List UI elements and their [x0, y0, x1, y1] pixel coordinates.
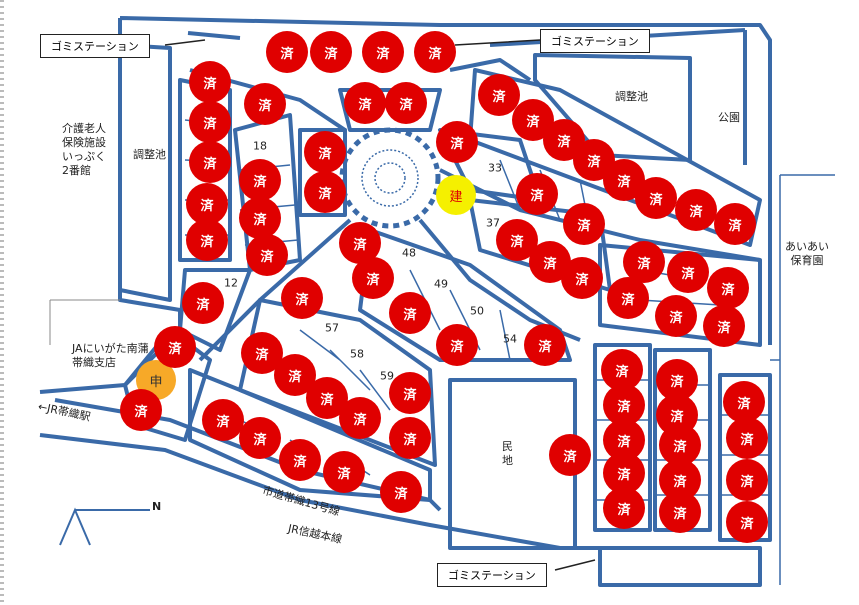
- sold-marker: 済: [186, 183, 228, 225]
- north-arrow-icon: [59, 507, 150, 546]
- sold-marker: 済: [726, 459, 768, 501]
- sold-marker: 済: [707, 267, 749, 309]
- sold-marker: 済: [414, 31, 456, 73]
- pond-label: 調整池: [615, 90, 648, 103]
- sold-marker: 済: [244, 83, 286, 125]
- lot-number: 50: [470, 304, 484, 318]
- sold-marker: 済: [675, 189, 717, 231]
- ja-branch-label: JAにいがた南蒲 帯織支店: [72, 342, 149, 369]
- sold-marker: 済: [120, 389, 162, 431]
- sold-marker: 済: [281, 277, 323, 319]
- lot-number: 57: [325, 321, 339, 335]
- pond-label: 調整池: [133, 148, 166, 161]
- sold-marker: 済: [182, 282, 224, 324]
- pond-left-block: [118, 43, 172, 302]
- sold-marker: 済: [344, 82, 386, 124]
- sold-marker: 済: [516, 173, 558, 215]
- sold-marker: 済: [310, 31, 352, 73]
- sold-marker: 済: [726, 501, 768, 543]
- sold-marker: 済: [154, 326, 196, 368]
- block-48-54: [358, 228, 572, 362]
- sold-marker: 済: [279, 439, 321, 481]
- roundabout: [339, 127, 441, 229]
- block-far-east: [598, 243, 762, 347]
- sold-marker: 済: [189, 141, 231, 183]
- lot-number: 12: [224, 276, 238, 290]
- road-ne: [449, 58, 532, 82]
- garbage-station-label: ゴミステーション: [40, 34, 150, 58]
- lot-number: 48: [402, 246, 416, 260]
- building-marker: 建: [436, 175, 476, 215]
- block-private: [448, 378, 577, 550]
- sold-marker: 済: [478, 74, 520, 116]
- lot-number: 54: [503, 332, 517, 346]
- block-center-left: [298, 128, 347, 217]
- block-se-col3: [718, 373, 772, 542]
- south-boundary: [598, 546, 762, 587]
- sold-marker: 済: [623, 241, 665, 283]
- sold-marker: 済: [603, 487, 645, 529]
- sold-marker: 済: [726, 417, 768, 459]
- block-57-59: [238, 298, 437, 467]
- block-southwest: [188, 368, 432, 502]
- block-se-col2: [653, 348, 712, 532]
- roundabout-inner: [361, 149, 419, 207]
- sold-marker: 済: [352, 257, 394, 299]
- sold-marker: 済: [389, 417, 431, 459]
- care-facility-label: 介護老人 保険施設 いっぷく 2番館: [62, 122, 106, 177]
- lot-number: 59: [380, 369, 394, 383]
- park-label: 公園: [718, 111, 740, 124]
- sold-marker: 済: [549, 434, 591, 476]
- sold-marker: 済: [266, 31, 308, 73]
- sold-marker: 済: [186, 219, 228, 261]
- sold-marker: 済: [635, 177, 677, 219]
- page-margin-guide: [0, 0, 4, 605]
- sold-marker: 済: [703, 305, 745, 347]
- lot-number: 58: [350, 347, 364, 361]
- sold-marker: 済: [714, 203, 756, 245]
- sold-marker: 済: [385, 82, 427, 124]
- pond-right-block: [533, 53, 692, 162]
- lot-number: 18: [253, 139, 267, 153]
- east-boundary-line: [770, 174, 835, 585]
- north-label: N: [152, 500, 162, 513]
- sold-marker: 済: [389, 372, 431, 414]
- sold-marker: 済: [667, 251, 709, 293]
- sold-marker: 済: [304, 171, 346, 213]
- sold-marker: 済: [723, 381, 765, 423]
- sold-marker: 済: [239, 417, 281, 459]
- private-land-label: 民 地: [502, 440, 513, 467]
- garbage-station-label: ゴミステーション: [437, 563, 547, 587]
- sold-marker: 済: [239, 159, 281, 201]
- sold-marker: 済: [543, 119, 585, 161]
- sold-marker: 済: [436, 121, 478, 163]
- sold-marker: 済: [202, 399, 244, 441]
- lot-number: 49: [434, 277, 448, 291]
- sold-marker: 済: [380, 471, 422, 513]
- nursery-label: あいあい 保育園: [785, 240, 829, 267]
- sold-marker: 済: [323, 451, 365, 493]
- sold-marker: 済: [246, 234, 288, 276]
- sold-marker: 済: [189, 101, 231, 143]
- sold-marker: 済: [239, 197, 281, 239]
- block-se-col1: [593, 343, 652, 532]
- sold-marker: 済: [389, 292, 431, 334]
- sold-marker: 済: [362, 31, 404, 73]
- lot-number: 33: [488, 161, 502, 175]
- sold-marker: 済: [655, 295, 697, 337]
- sold-marker: 済: [524, 324, 566, 366]
- sold-marker: 済: [607, 277, 649, 319]
- sold-marker: 済: [339, 397, 381, 439]
- sold-marker: 済: [189, 61, 231, 103]
- garbage-station-label: ゴミステーション: [540, 29, 650, 53]
- sold-marker: 済: [563, 203, 605, 245]
- sold-marker: 済: [561, 257, 603, 299]
- sold-marker: 済: [659, 491, 701, 533]
- sold-marker: 済: [304, 131, 346, 173]
- lot-number: 37: [486, 216, 500, 230]
- sold-marker: 済: [436, 324, 478, 366]
- block-12: [178, 268, 252, 352]
